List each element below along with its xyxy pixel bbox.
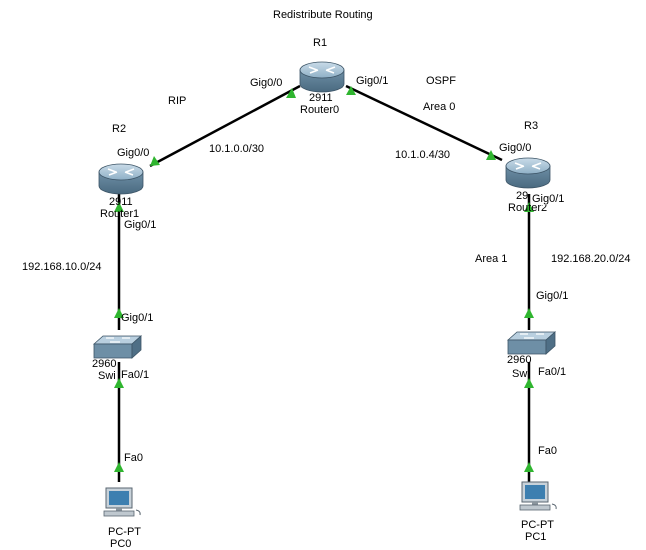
link-up-indicator (524, 462, 534, 472)
router-r3-port-gig0-1: Gig0/1 (532, 193, 565, 205)
link-up-indicator (286, 88, 296, 98)
pc1-name: PC1 (525, 531, 547, 543)
router-r3-model: 29 (516, 190, 529, 202)
link-up-indicator (114, 462, 124, 472)
network-r1-r3: 10.1.0.4/30 (395, 149, 451, 161)
switch-sw1-name: Swi (512, 368, 530, 380)
link-up-indicator (150, 156, 160, 166)
switch-sw1-port-gig0-1: Gig0/1 (536, 290, 569, 302)
switch-sw0-port-fa0-1: Fa0/1 (121, 369, 150, 381)
router-r1-port-gig0-1: Gig0/1 (356, 75, 389, 87)
link-r1-r3[interactable] (345, 84, 503, 162)
switch-sw1-icon[interactable] (507, 331, 556, 355)
network-lan-right: 192.168.20.0/24 (551, 253, 631, 265)
router-r2-icon[interactable] (98, 163, 144, 195)
link-up-indicator (524, 308, 534, 318)
router-r2-model: 2911 (109, 196, 133, 208)
switch-sw1-model: 2960 (507, 354, 532, 366)
router-r1-icon[interactable] (299, 61, 345, 93)
link-up-indicator (524, 378, 534, 388)
router-r3-tag: R3 (524, 120, 539, 132)
link-r1-r2[interactable] (149, 84, 301, 168)
router-r3-port-gig0-0: Gig0/0 (499, 142, 532, 154)
network-r1-r2: 10.1.0.0/30 (209, 143, 265, 155)
router-r2-port-gig0-1: Gig0/1 (124, 219, 157, 231)
switch-sw0-name: Swi (98, 370, 116, 382)
diagram-title: Redistribute Routing (273, 9, 373, 21)
router-r3-name: Router2 (508, 202, 548, 214)
router-r2-port-gig0-0: Gig0/0 (117, 147, 150, 159)
switch-sw1-port-fa0-1: Fa0/1 (538, 366, 567, 378)
router-r2-tag: R2 (112, 123, 127, 135)
pc1-icon[interactable] (519, 481, 557, 511)
link-up-indicator (524, 202, 534, 212)
switch-sw0-model: 2960 (92, 358, 117, 370)
pc1-type: PC-PT (521, 519, 554, 531)
link-status-indicators (114, 86, 534, 472)
link-up-indicator (346, 86, 356, 95)
area1-label: Area 1 (475, 253, 508, 265)
pc0-name: PC0 (110, 538, 132, 550)
switch-sw0-port-gig0-1: Gig0/1 (121, 312, 154, 324)
network-lan-left: 192.168.10.0/24 (22, 261, 102, 273)
pc0-port-fa0: Fa0 (124, 452, 143, 464)
link-up-indicator (486, 150, 496, 160)
router-r1-port-gig0-0: Gig0/0 (250, 77, 283, 89)
rip-label: RIP (168, 95, 187, 107)
router-r1-name: Router0 (300, 104, 340, 116)
router-r1-model: 2911 (309, 92, 333, 104)
router-r3-icon[interactable] (505, 157, 551, 189)
router-r2-name: Router1 (100, 208, 140, 220)
pc0-icon[interactable] (103, 487, 141, 517)
router-r1-tag: R1 (313, 37, 328, 49)
ospf-label: OSPF (426, 75, 456, 87)
pc1-port-fa0: Fa0 (538, 445, 557, 457)
link-up-indicator (114, 378, 124, 388)
link-up-indicator (114, 308, 124, 318)
area0-label: Area 0 (423, 101, 456, 113)
switch-sw0-icon[interactable] (93, 335, 142, 359)
link-up-indicator (114, 202, 124, 212)
pc0-type: PC-PT (108, 526, 141, 538)
